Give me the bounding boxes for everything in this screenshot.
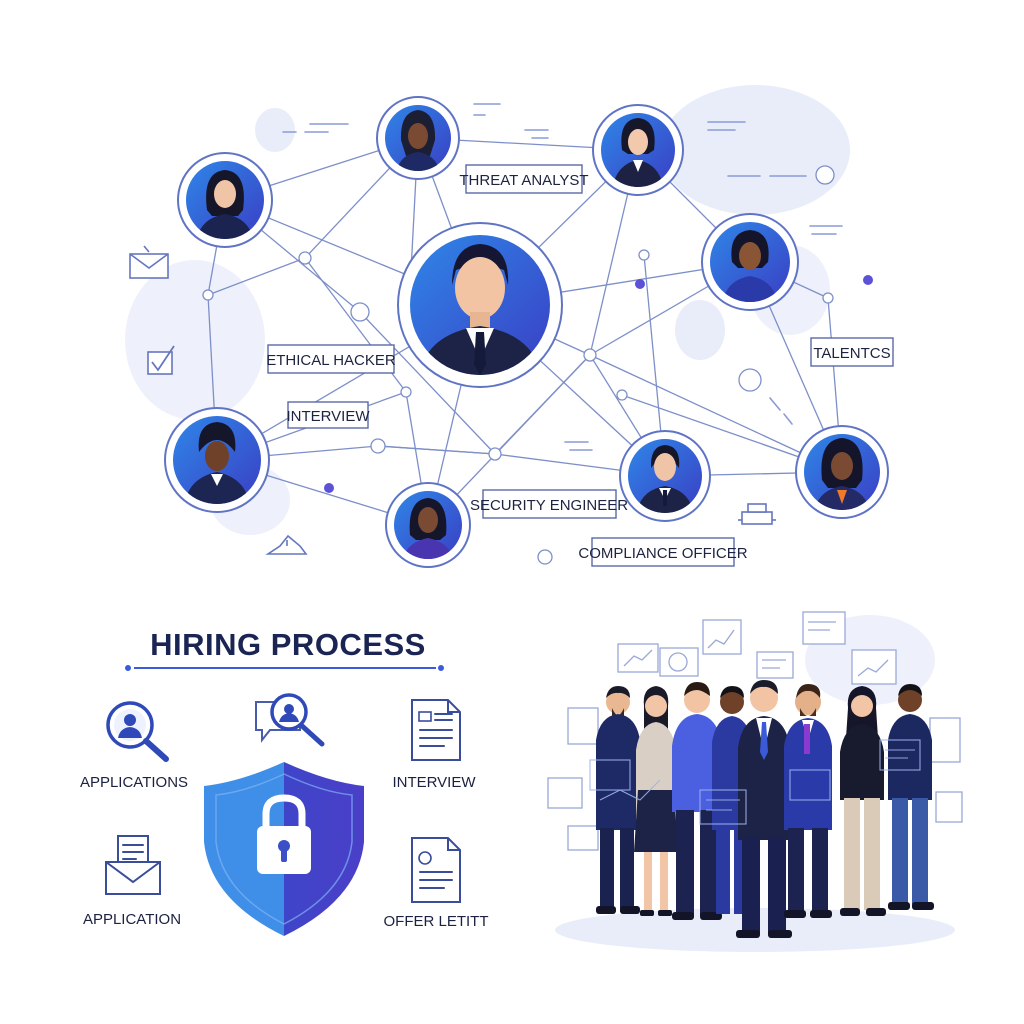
hiring-process-title: HIRING PROCESS — [150, 627, 426, 662]
avatar-bottom-woman — [385, 482, 471, 568]
magnifier-user-icon — [106, 701, 169, 762]
svg-text:TALENTCS: TALENTCS — [813, 345, 890, 362]
step-offer-letter: OFFER LETITT — [384, 913, 489, 930]
chat-magnifier-icon — [255, 693, 325, 747]
svg-text:INTERVIEW: INTERVIEW — [286, 408, 370, 425]
label-threat-analyst: THREAT ANALYST — [459, 164, 589, 194]
avatar-left-bottom-woman — [164, 407, 270, 513]
title-underline — [125, 665, 444, 671]
label-compliance-officer: COMPLIANCE OFFICER — [578, 537, 748, 567]
step-application: APPLICATION — [83, 911, 181, 928]
application-envelope-icon — [105, 835, 161, 895]
svg-text:SECURITY ENGINEER: SECURITY ENGINEER — [470, 497, 628, 514]
team-illustration — [547, 611, 963, 952]
step-applications: APPLICATIONS — [80, 774, 188, 791]
label-talents: TALENTCS — [810, 337, 894, 367]
document-icon — [411, 699, 461, 761]
bell-icon — [265, 534, 308, 555]
label-security-engineer: SECURITY ENGINEER — [470, 489, 628, 519]
step-interview: INTERVIEW — [392, 774, 476, 791]
checkbox-icon — [147, 345, 175, 375]
padlock-shield-icon — [204, 762, 364, 936]
printer-icon — [738, 503, 776, 525]
avatar-left-woman — [177, 152, 273, 248]
svg-text:THREAT ANALYST: THREAT ANALYST — [459, 172, 588, 189]
avatar-center-man — [397, 222, 563, 388]
decorative-dashes — [282, 103, 843, 451]
junction-nodes — [202, 165, 873, 565]
avatar-bottom-right-man — [619, 430, 711, 522]
label-ethical-hacker: ETHICAL HACKER — [266, 344, 396, 374]
envelope-icon — [129, 245, 169, 279]
offer-letter-icon — [411, 837, 461, 903]
svg-text:ETHICAL HACKER: ETHICAL HACKER — [266, 352, 396, 369]
avatar-right-woman — [701, 213, 799, 311]
avatar-top-right-woman — [592, 104, 684, 196]
svg-text:COMPLIANCE OFFICER: COMPLIANCE OFFICER — [578, 545, 747, 562]
label-interview-network: INTERVIEW — [286, 401, 370, 429]
avatar-top-woman — [376, 96, 460, 180]
avatar-right-bottom-woman — [795, 425, 889, 519]
